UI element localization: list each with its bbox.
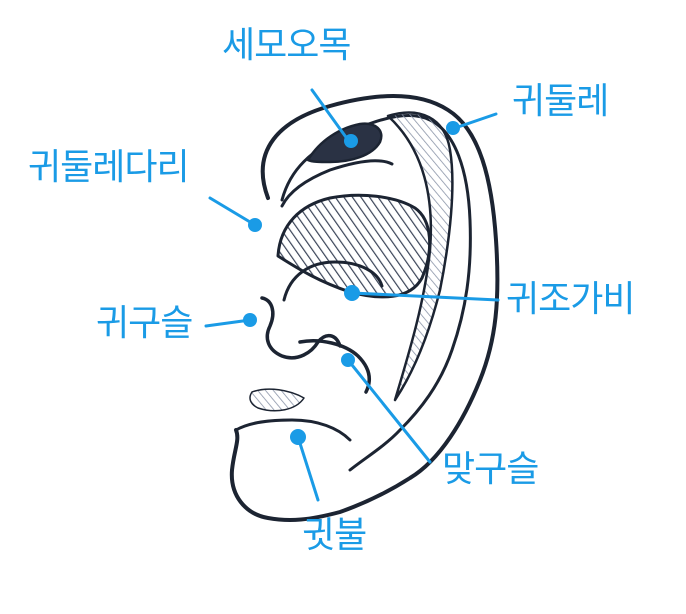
intertragic-shading [249, 388, 305, 412]
concha-cavity [276, 193, 432, 299]
leader-lobule [296, 435, 320, 502]
label-lobule: 귓불 [302, 515, 367, 556]
concha-inner [282, 260, 384, 302]
helix-outline [229, 94, 500, 522]
leader-concha [350, 291, 500, 302]
label-helix: 귀둘레 [512, 81, 609, 122]
label-crus-of-helix: 귀둘레다리 [28, 147, 190, 188]
leader-scapha [310, 88, 350, 142]
label-concha: 귀조가비 [506, 279, 635, 320]
dot-scapha [344, 134, 358, 148]
leader-helix [453, 112, 498, 130]
dot-crus [248, 218, 262, 232]
dot-antitragus [341, 353, 355, 367]
leader-crus [208, 196, 257, 227]
tragus-outline [260, 296, 342, 360]
dot-lobule [290, 429, 306, 445]
scapha-shading [386, 111, 454, 402]
ear-drawing [229, 94, 500, 522]
marker-dots [243, 121, 460, 445]
leader-lines [204, 88, 500, 502]
antitragus-outline [298, 339, 372, 394]
dot-tragus [243, 313, 257, 327]
lobule-outline [234, 418, 352, 442]
dot-helix [446, 121, 460, 135]
label-scapha: 세모오목 [222, 25, 351, 66]
label-antitragus: 맞구슬 [442, 449, 539, 490]
leader-antitragus [346, 358, 432, 464]
dot-concha [344, 285, 360, 301]
leader-tragus [204, 318, 252, 328]
antihelix-crus [280, 159, 394, 208]
label-tragus: 귀구슬 [96, 303, 193, 344]
